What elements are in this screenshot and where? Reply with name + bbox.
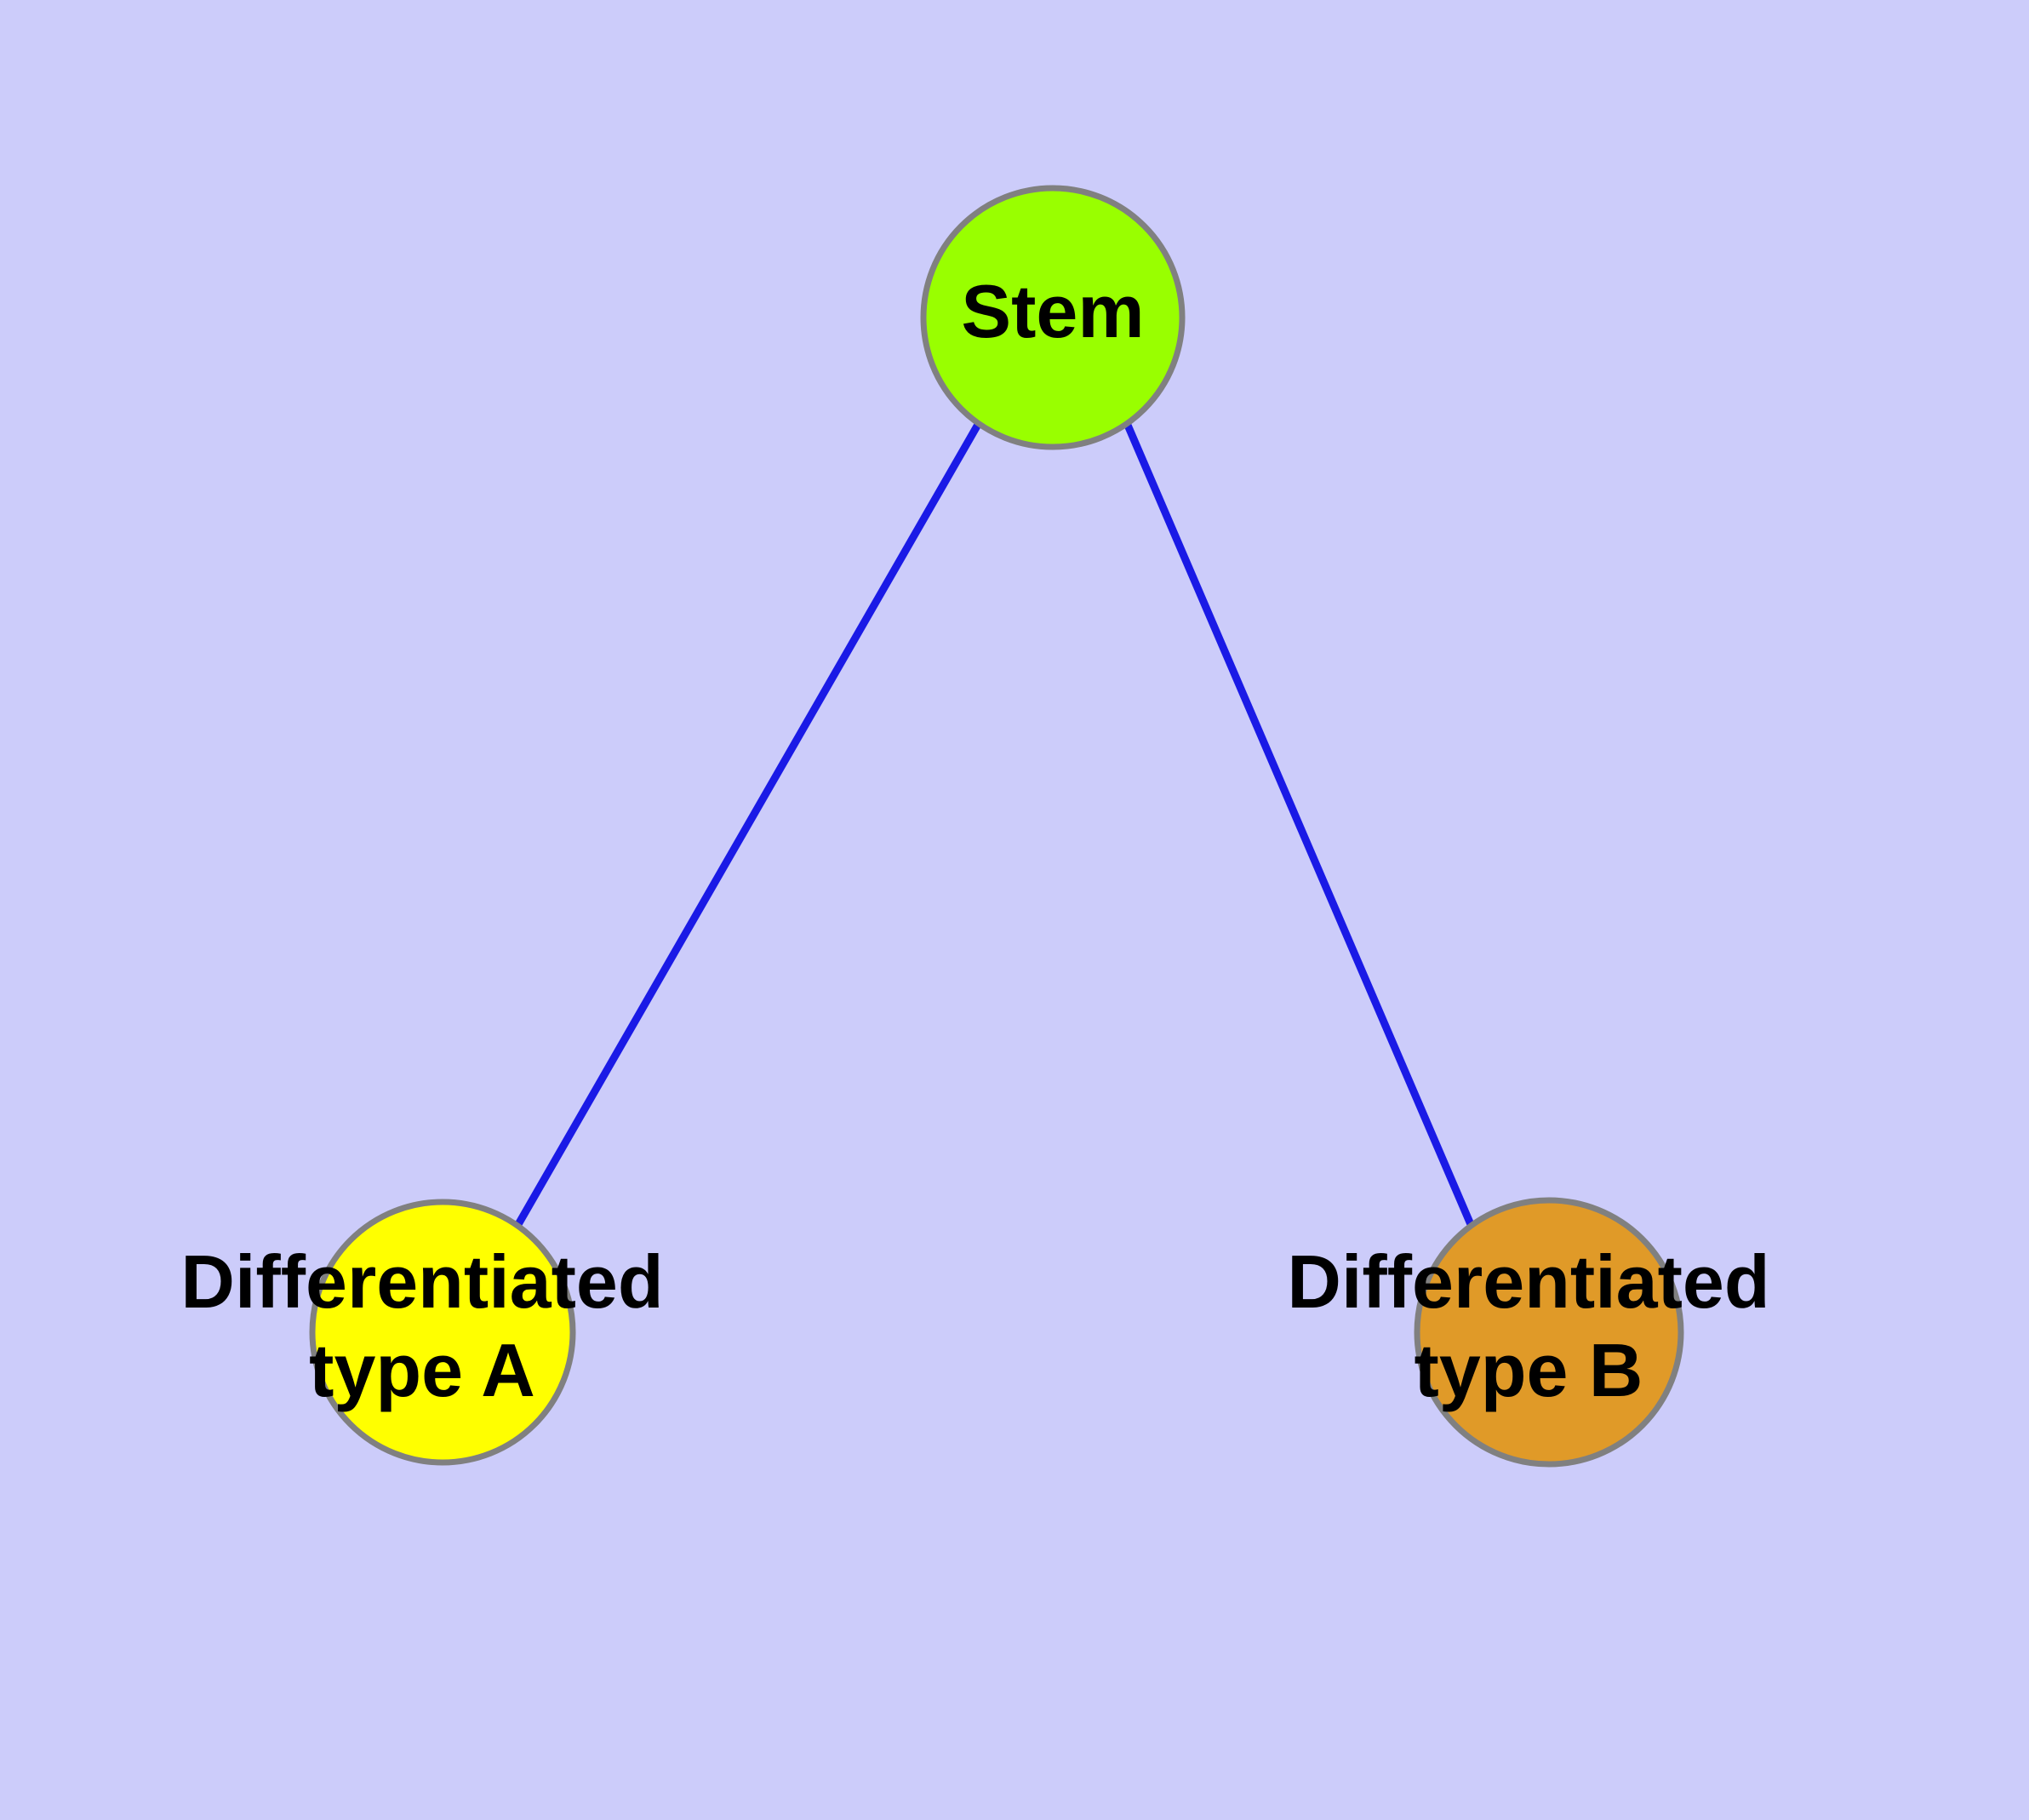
label-line: Differentiated xyxy=(1287,1239,1769,1324)
edge-group xyxy=(514,421,1477,1230)
node-differentiated-type-a-circle[interactable] xyxy=(309,1199,576,1466)
node-stem[interactable]: Stem xyxy=(920,185,1186,450)
node-stem-circle[interactable] xyxy=(920,185,1186,450)
label-line: Differentiated xyxy=(180,1239,663,1324)
edge-stem-to-differentiated-type-a xyxy=(514,421,982,1228)
label-line: Stem xyxy=(961,269,1144,353)
label-line: type A xyxy=(309,1328,535,1412)
label-line: type B xyxy=(1415,1328,1643,1412)
node-stem-label: Stem xyxy=(961,269,1144,353)
node-differentiated-type-b-circle[interactable] xyxy=(1414,1197,1684,1468)
edge-stem-to-differentiated-type-b xyxy=(1123,421,1477,1230)
